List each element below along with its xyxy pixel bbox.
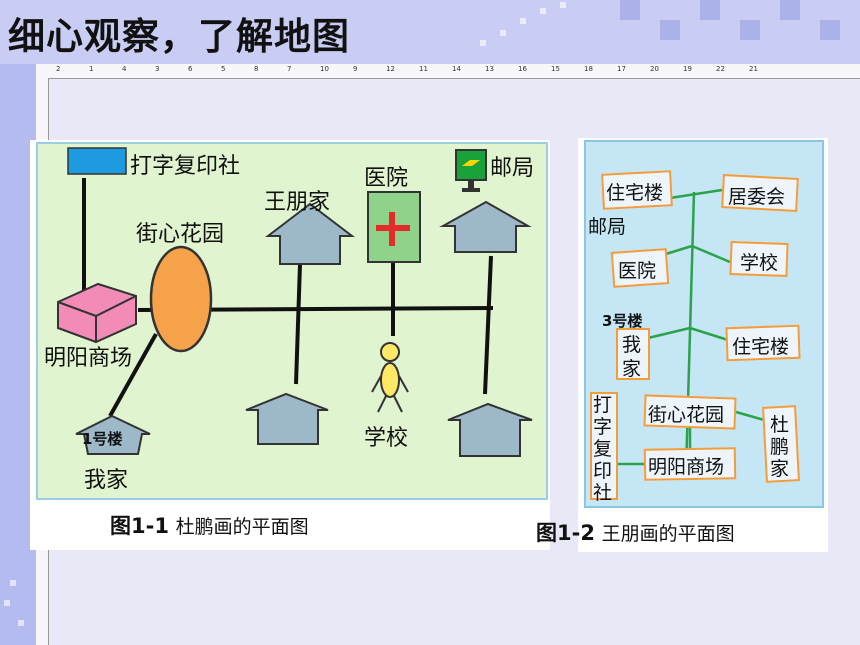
ruler-tick: 13 (485, 65, 494, 73)
label-mall-2: 明阳商场 (648, 456, 725, 478)
label-hospital: 医院 (364, 166, 409, 191)
label-print-shop-char-2: 字 (593, 416, 613, 438)
my-home-house (75, 414, 151, 455)
label-my-home: 我家 (84, 468, 129, 493)
ruler-tick: 15 (551, 65, 560, 73)
label-me: 我 (622, 334, 642, 356)
print-shop-sign (67, 147, 127, 175)
figure-2-title: 王朋画的平面图 (601, 523, 735, 545)
figure-2-map: 住宅楼 居委会 邮局 医院 学校 3号楼 我 家 住宅楼 打 字 复 印 社 街… (584, 140, 824, 508)
label-building-1: 1号楼 (82, 430, 123, 448)
mall-building (57, 282, 137, 344)
horizontal-ruler[interactable]: 2 4 6 8 10 12 14 16 18 20 22 1 3 5 7 9 1… (36, 64, 860, 79)
label-print-shop-char-5: 社 (593, 482, 613, 504)
label-garden: 街心花园 (136, 222, 225, 247)
ruler-tick: 16 (518, 65, 527, 73)
label-building-3: 3号楼 (602, 312, 643, 330)
ruler-tick: 2 (56, 65, 61, 73)
label-school-2: 学校 (740, 252, 779, 274)
ruler-tick: 18 (584, 65, 593, 73)
ruler-tick: 14 (452, 65, 461, 73)
label-print-shop-char-4: 印 (593, 460, 613, 482)
label-print-shop-char-1: 打 (593, 394, 613, 416)
label-residential-2: 住宅楼 (732, 336, 790, 358)
ruler-tick: 8 (254, 65, 259, 73)
figure-2-caption: 图1-2 王朋画的平面图 (536, 517, 735, 547)
ruler-tick: 4 (122, 65, 127, 73)
figure-1-map: 打字复印社 医院 邮局 王朋家 街心花园 明阳商场 1号楼 我家 学校 (36, 142, 548, 500)
ruler-tick: 10 (320, 65, 329, 73)
hospital-building (367, 191, 421, 263)
ruler-tick: 12 (386, 65, 395, 73)
label-wang-home: 王朋家 (264, 190, 331, 215)
ruler-tick: 11 (419, 65, 428, 73)
ruler-tick: 6 (188, 65, 193, 73)
figure-1-caption: 图1-1 杜鹏画的平面图 (110, 510, 309, 540)
ruler-tick: 19 (683, 65, 692, 73)
wang-home-house (265, 202, 355, 265)
figure-1-number: 图1-1 (110, 514, 169, 538)
label-garden-2: 街心花园 (648, 404, 725, 426)
slide-title: 细心观察，了解地图 (8, 15, 350, 58)
label-print-shop: 打字复印社 (130, 154, 241, 179)
label-home: 家 (622, 358, 642, 380)
figure-1-drawing (57, 147, 533, 457)
ruler-tick: 22 (716, 65, 725, 73)
house-bottom-right (447, 402, 533, 457)
figure-2-number: 图1-2 (536, 521, 595, 545)
label-mall: 明阳商场 (44, 346, 133, 371)
label-du-home-char-2: 鹏 (770, 436, 790, 458)
house-bottom-mid (245, 392, 329, 445)
label-post-office: 邮局 (490, 156, 535, 181)
box-print-shop (590, 392, 618, 500)
house-top-right (439, 200, 532, 253)
ruler-tick: 21 (749, 65, 758, 73)
ruler-tick: 3 (155, 65, 160, 73)
figure-1-title: 杜鹏画的平面图 (175, 516, 309, 538)
label-post-office-2: 邮局 (588, 216, 627, 238)
label-committee: 居委会 (728, 186, 786, 208)
label-print-shop-char-3: 复 (593, 438, 613, 460)
box-my-home (616, 328, 650, 380)
label-residential-1: 住宅楼 (606, 182, 664, 204)
label-du-home-char-1: 杜 (770, 414, 790, 436)
ruler-tick: 17 (617, 65, 626, 73)
ruler-tick: 20 (650, 65, 659, 73)
child-figure (371, 342, 409, 413)
label-school: 学校 (364, 426, 409, 451)
label-hospital-2: 医院 (618, 260, 657, 282)
ruler-tick: 9 (353, 65, 358, 73)
post-office-sign (455, 149, 487, 192)
ruler-tick: 5 (221, 65, 226, 73)
garden-oval (149, 245, 213, 353)
ruler-tick: 1 (89, 65, 94, 73)
ruler-tick: 7 (287, 65, 292, 73)
label-du-home-char-3: 家 (770, 458, 790, 480)
